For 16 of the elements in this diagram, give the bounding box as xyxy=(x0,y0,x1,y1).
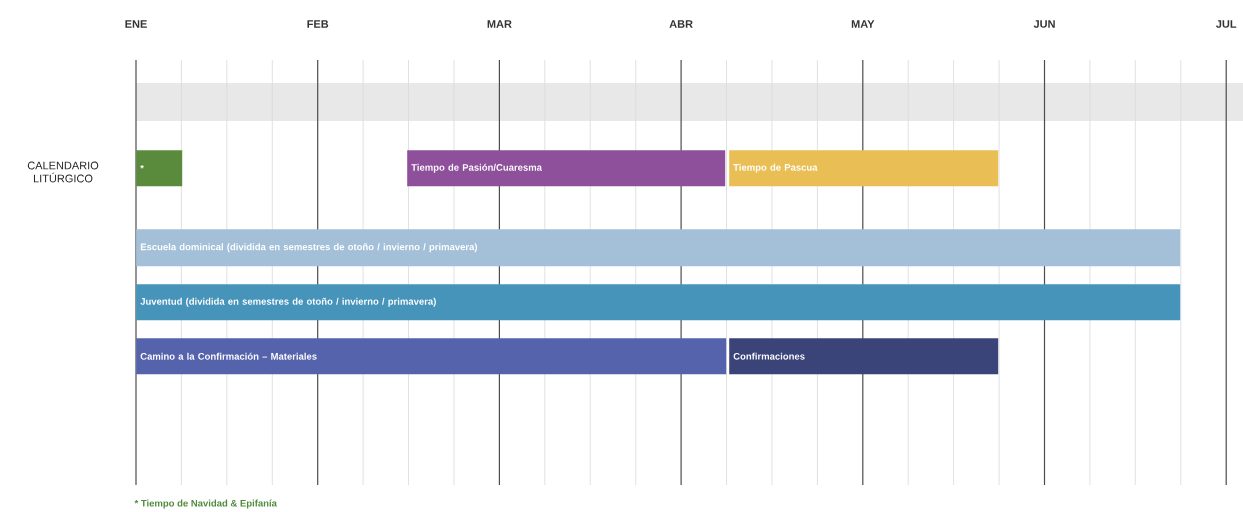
month-label: JUN xyxy=(1033,20,1055,28)
time-bar: Escuela dominical (dividida en semestres de otoño / invierno / primavera) xyxy=(136,229,1181,267)
month-label: JUL xyxy=(1216,20,1237,28)
time-bar: Tiempo de Pascua xyxy=(729,150,999,187)
time-bar: Juventud (dividida en semestres de otoño / invierno / primavera) xyxy=(136,284,1181,321)
time-bar: * xyxy=(136,150,183,187)
month-label: MAR xyxy=(487,20,512,28)
footnote: * Tiempo de Navidad & Epifanía xyxy=(134,499,277,509)
month-label: MAY xyxy=(851,20,875,28)
time-bar: Confirmaciones xyxy=(729,338,999,375)
month-label: FEB xyxy=(307,20,329,28)
time-bar: Camino a la Confirmación – Materiales xyxy=(136,338,727,375)
month-label: ABR xyxy=(669,20,693,28)
row-label: CALENDARIO LITÚRGICO xyxy=(27,161,99,183)
time-bar: Tiempo de Pasión/Cuaresma xyxy=(407,150,726,187)
month-label: ENE xyxy=(125,20,147,28)
